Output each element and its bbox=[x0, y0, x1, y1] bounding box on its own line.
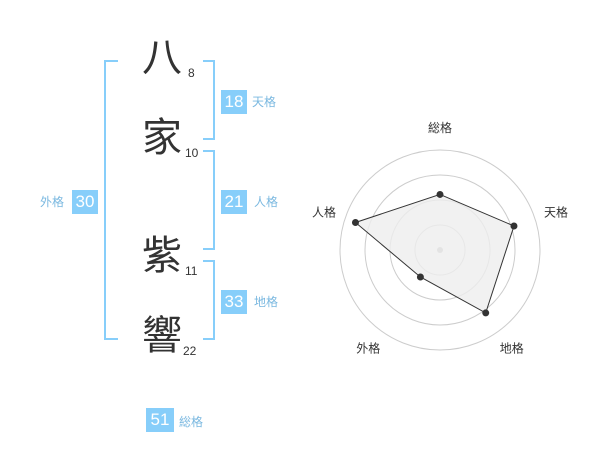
radar-point-2 bbox=[510, 222, 518, 230]
gaikaku-value-badge: 30 bbox=[72, 190, 98, 214]
jinkaku-bracket bbox=[203, 150, 215, 250]
stroke-count-3: 11 bbox=[185, 264, 198, 278]
radar-data-polygon bbox=[354, 193, 515, 314]
radar-ring bbox=[339, 149, 541, 351]
jinkaku-value-badge: 21 bbox=[221, 190, 247, 214]
stroke-count-2: 10 bbox=[185, 146, 199, 160]
tenkaku-bracket bbox=[203, 60, 215, 140]
radar-point-4 bbox=[416, 273, 424, 281]
name-char-4: 響 bbox=[142, 313, 182, 359]
radar-axis-label-4: 外格 bbox=[356, 341, 380, 356]
name-char-2: 家 bbox=[142, 115, 182, 161]
tenkaku-label: 天格 bbox=[252, 95, 277, 109]
gaikaku-bracket bbox=[104, 60, 118, 340]
name-char-1: 八 bbox=[142, 35, 182, 81]
radar-axis-label-1: 総格 bbox=[428, 120, 452, 135]
radar-axis-label-3: 地格 bbox=[500, 341, 524, 356]
gaikaku-label: 外格 bbox=[40, 195, 65, 209]
radar-axis-label-2: 天格 bbox=[544, 204, 568, 219]
radar-axis-label-5: 人格 bbox=[312, 204, 336, 219]
radar-ring bbox=[364, 174, 516, 326]
stroke-count-1: 8 bbox=[188, 66, 195, 80]
jinkaku-label: 人格 bbox=[254, 195, 279, 209]
chikaku-bracket bbox=[203, 260, 215, 340]
tenkaku-value-badge: 18 bbox=[221, 90, 247, 114]
radar-point-3 bbox=[482, 309, 490, 317]
radar-point-1 bbox=[436, 190, 444, 198]
soukaku-value-badge: 51 bbox=[146, 408, 174, 432]
chikaku-label: 地格 bbox=[254, 295, 279, 309]
radar-point-5 bbox=[351, 219, 359, 227]
name-char-3: 紫 bbox=[142, 233, 182, 279]
chikaku-value-badge: 33 bbox=[221, 290, 247, 314]
stroke-count-4: 22 bbox=[183, 344, 197, 358]
soukaku-label: 総格 bbox=[179, 415, 204, 429]
